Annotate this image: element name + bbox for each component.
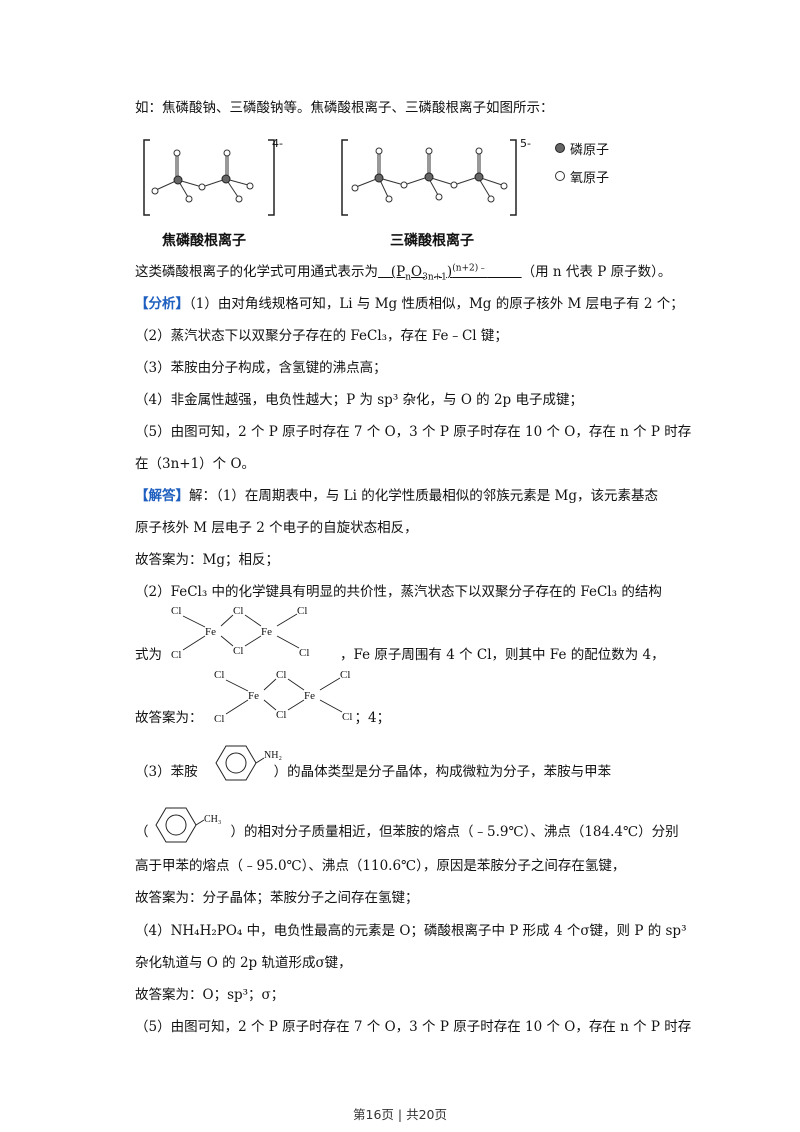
answer-line-14: （5）由图可知，2 个 P 原子时存在 7 个 O，3 个 P 原子时存在 10… xyxy=(135,1019,692,1035)
svg-text:Cl: Cl xyxy=(342,711,352,723)
triphosphate-ion-diagram xyxy=(341,139,517,216)
answer-line-3: 故答案为：Mg；相反； xyxy=(135,552,279,568)
answer-line-7: （3）苯胺）的晶体类型是分子晶体，构成微粒为分子，苯胺与甲苯 xyxy=(135,764,612,780)
svg-text:Cl: Cl xyxy=(297,605,307,617)
answer-line-13: 故答案为：O；sp³；σ； xyxy=(135,987,285,1003)
svg-text:Cl: Cl xyxy=(214,713,224,725)
intro-line: 如：焦磷酸钠、三磷酸钠等。焦磷酸根离子、三磷酸根离子如图所示： xyxy=(135,100,554,116)
tri-caption: 三磷酸根离子 xyxy=(390,233,474,249)
analysis-line-6: 在（3n+1）个 O。 xyxy=(135,456,256,472)
answer-line-4: （2）FeCl₃ 中的化学键具有明显的共价性，蒸汽状态下以双聚分子存在的 FeC… xyxy=(135,584,662,600)
oxygen-legend-icon xyxy=(555,171,565,181)
svg-text:Fe: Fe xyxy=(304,690,315,702)
general-formula: (PnO3n+1)(n+2)﹣ xyxy=(378,263,488,283)
svg-text:Cl: Cl xyxy=(276,709,286,721)
svg-text:Cl: Cl xyxy=(171,649,181,661)
svg-text:Cl: Cl xyxy=(233,645,243,657)
svg-text:Fe: Fe xyxy=(248,690,259,702)
svg-text:Cl: Cl xyxy=(214,669,224,681)
answer-line-5: 式为，Fe 原子周围有 4 个 Cl，则其中 Fe 的配位数为 4， xyxy=(135,647,665,663)
analysis-line-3: （3）苯胺由分子构成，含氢键的沸点高； xyxy=(135,360,387,376)
answer-line-1: 【解答】解：（1）在周期表中，与 Li 的化学性质最相似的邻族元素是 Mg，该元… xyxy=(135,488,658,504)
svg-text:Fe: Fe xyxy=(205,626,216,638)
answer-line-9: 高于甲苯的熔点（﹣95.0℃）、沸点（110.6℃），原因是苯胺分子之间存在氢键… xyxy=(135,858,626,874)
tri-charge: 5- xyxy=(520,137,531,150)
analysis-line-4: （4）非金属性越强，电负性越大；P 为 sp³ 杂化，与 O 的 2p 电子成键… xyxy=(135,392,583,408)
svg-text:Fe: Fe xyxy=(261,626,272,638)
pyro-caption: 焦磷酸根离子 xyxy=(162,233,246,249)
answer-line-2: 原子核外 M 层电子 2 个电子的自旋状态相反， xyxy=(135,520,418,536)
svg-text:Cl: Cl xyxy=(233,605,243,617)
svg-text:Cl: Cl xyxy=(299,647,309,659)
analysis-line-1: 【分析】（1）由对角线规格可知，Li 与 Mg 性质相似，Mg 的原子核外 M … xyxy=(135,296,684,312)
svg-text:Cl: Cl xyxy=(171,605,181,617)
answer-line-12: 杂化轨道与 O 的 2p 轨道形成σ键， xyxy=(135,955,352,971)
aniline-structure: NH₂ xyxy=(215,745,282,781)
formula-line: 这类磷酸根离子的化学式可用通式表示为 (PnO3n+1)(n+2)﹣ （用 n … xyxy=(135,263,672,283)
toluene-structure: CH₃ xyxy=(155,807,221,843)
pyrophosphate-ion-diagram xyxy=(143,139,275,216)
legend-p-label: 磷原子 xyxy=(570,143,610,158)
pyro-charge: 4- xyxy=(272,137,283,150)
svg-text:CH₃: CH₃ xyxy=(204,814,221,825)
answer-line-6: 故答案为：；4； xyxy=(135,710,391,726)
svg-text:NH₂: NH₂ xyxy=(264,750,282,761)
analysis-line-5: （5）由图可知，2 个 P 原子时存在 7 个 O，3 个 P 原子时存在 10… xyxy=(135,424,692,440)
svg-text:Cl: Cl xyxy=(276,669,286,681)
legend-o-label: 氧原子 xyxy=(570,171,610,186)
page-footer: 第16页 | 共20页 xyxy=(353,1107,447,1122)
answer-line-11: （4）NH₄H₂PO₄ 中，电负性最高的元素是 O；磷酸根离子中 P 形成 4 … xyxy=(135,923,687,939)
answer-line-10: 故答案为：分子晶体；苯胺分子之间存在氢键； xyxy=(135,890,419,906)
svg-text:Cl: Cl xyxy=(340,669,350,681)
phosphorus-legend-icon xyxy=(555,143,565,153)
analysis-line-2: （2）蒸汽状态下以双聚分子存在的 FeCl₃，存在 Fe﹣Cl 键； xyxy=(135,328,508,344)
answer-line-8: （）的相对分子质量相近，但苯胺的熔点（﹣5.9℃）、沸点（184.4℃）分别 xyxy=(135,824,679,840)
